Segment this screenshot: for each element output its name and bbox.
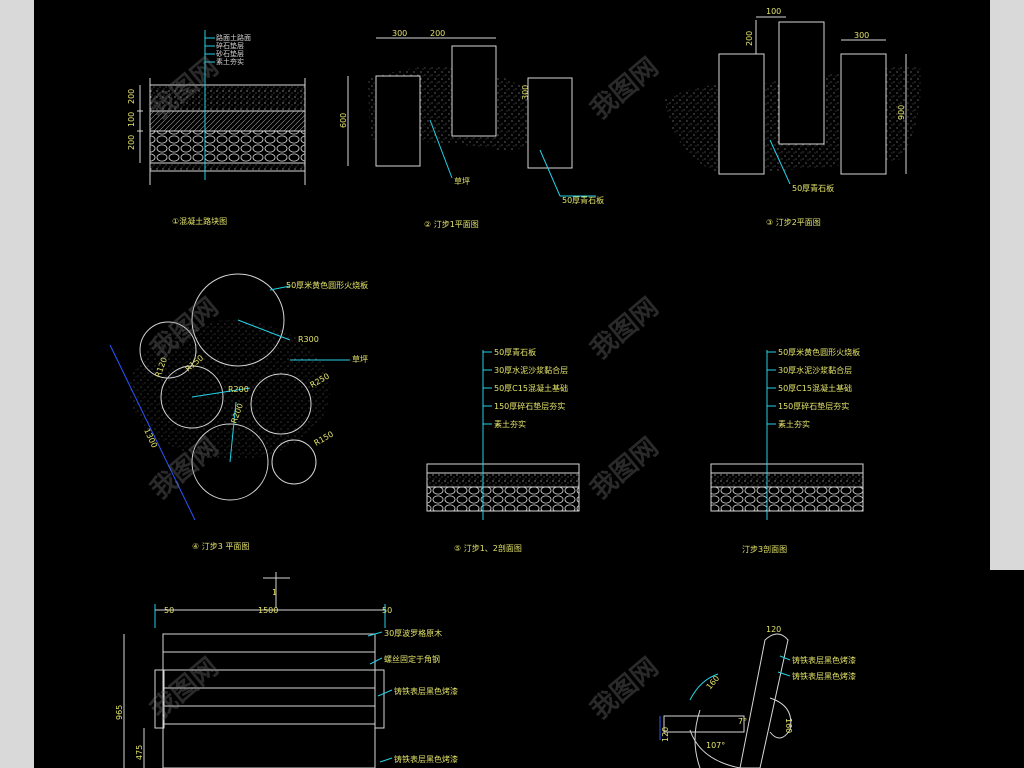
s6-layer-5: 素土夯实 [778,419,810,429]
s6-layer-4: 150厚碎石垫层夯实 [778,401,849,411]
s5-layer-4: 150厚碎石垫层夯实 [494,401,565,411]
s3-dim-top-2: 300 [854,31,869,40]
s1-layer-2: 碎石垫层 [216,41,244,50]
s8-dim-6: 107° [706,741,725,750]
cad-sheet-extension [990,570,1024,768]
s7-marker: 1 [272,588,277,597]
s3-dim-left: 200 [745,31,754,46]
s2-dim-top-1: 300 [392,29,407,38]
watermark: 我图网 [585,292,664,365]
s7-label-2: 螺丝固定于角钢 [384,654,440,664]
right-frame [990,0,1024,570]
s4-title: ④ 汀步3 平面图 [192,542,249,551]
section-7-bench-front [123,572,393,768]
s3-title: ③ 汀步2平面图 [766,218,821,227]
s3-label-stone: 50厚青石板 [792,183,834,193]
s1-dim-1: 200 [127,89,136,104]
s6-layer-3: 50厚C15混凝土基础 [778,383,852,393]
s7-dim-left-1: 965 [115,705,124,720]
s1-dim-2: 100 [127,112,136,127]
s8-dim-3: 160 [705,674,722,691]
section-2-stepping-stone-1-plan [347,37,596,197]
s1-title: ①混凝土路块图 [172,216,227,226]
s5-layer-2: 30厚水泥沙浆黏合层 [494,365,568,375]
s5-layer-3: 50厚C15混凝土基础 [494,383,568,393]
s4-label-2: 草坪 [352,354,368,364]
s5-layer-1: 50厚青石板 [494,347,536,357]
s7-label-3: 铸铁表层黑色烤漆 [394,686,458,696]
s1-layer-4: 素土夯实 [216,57,244,66]
s8-label-2: 铸铁表层黑色烤漆 [792,671,856,681]
s3-dim-right: 900 [897,105,906,120]
s2-label-stone: 50厚青石板 [562,195,604,205]
s4-radius-6: R150 [313,430,336,448]
section-6-stepping-stone-3-section [710,350,864,520]
s7-dim-top-3: 50 [382,606,392,615]
watermark: 我图网 [145,652,224,725]
watermark: 我图网 [585,432,664,505]
s2-dim-right: 300 [521,85,530,100]
s1-layer-1: 路面土路面 [216,33,251,42]
section-5-stepping-stone-section [426,350,580,520]
s1-layer-3: 砂石垫层 [216,49,244,58]
s8-dim-2: 120 [661,727,670,742]
s7-dim-left-2: 475 [135,745,144,760]
s2-label-grass: 草坪 [454,176,470,186]
section-8-bench-side [659,633,792,768]
s7-dim-top-2: 1500 [258,606,278,615]
s5-layer-5: 素土夯实 [494,419,526,429]
section-4-stepping-stone-3-plan [109,273,350,521]
left-frame [0,0,34,768]
s4-radius-1: R300 [298,335,319,344]
s8-label-1: 铸铁表层黑色烤漆 [792,655,856,665]
section-3-stepping-stone-2-plan [665,16,921,185]
s8-dim-5: 160 [784,718,793,733]
s5-title: ⑤ 汀步1、2剖面图 [454,543,522,553]
section-1-pavement-detail [137,30,306,185]
s8-dim-1: 120 [766,625,781,634]
s7-label-4: 铸铁表层黑色烤漆 [394,754,458,764]
s7-label-1: 30厚波罗格原木 [384,628,442,638]
s1-dim-3: 200 [127,135,136,150]
s4-radius-3: R200 [228,385,249,394]
watermark: 我图网 [585,52,664,125]
s6-layer-2: 30厚水泥沙浆黏合层 [778,365,852,375]
s3-dim-top-1: 100 [766,7,781,16]
s2-dim-side: 600 [339,113,348,128]
s4-label-1: 50厚米黄色圆形火烧板 [286,280,368,290]
s2-title: ② 汀步1平面图 [424,220,479,229]
watermark: 我图网 [585,652,664,725]
s2-dim-top-2: 200 [430,29,445,38]
s8-dim-4: 7° [738,717,747,726]
s6-layer-1: 50厚米黄色圆形火烧板 [778,347,860,357]
s7-dim-top-1: 50 [164,606,174,615]
s6-title: 汀步3剖面图 [742,544,787,554]
